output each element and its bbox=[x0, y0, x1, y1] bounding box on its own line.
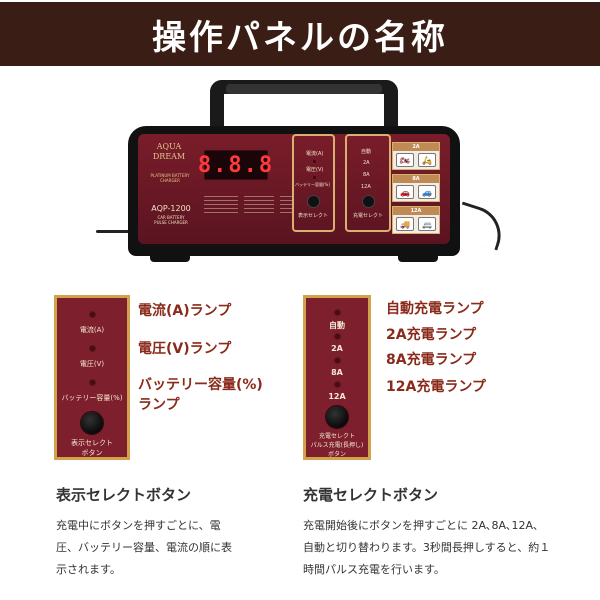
device-auto-label: 自動 bbox=[361, 149, 372, 155]
current-label: 電流(A) bbox=[79, 326, 105, 334]
device-voltage-led bbox=[313, 176, 316, 179]
battery-label: バッテリー容量(%) bbox=[61, 394, 123, 402]
2a-label: 2A bbox=[331, 344, 343, 353]
page-title: 操作パネルの名称 bbox=[152, 17, 448, 58]
display-digits: 8.8.8 bbox=[197, 152, 275, 178]
model-sub-line2: PULSE CHARGER bbox=[154, 220, 188, 225]
charge-desc-line1: 充電開始後にボタンを押すごとに 2A､8A､12A､ bbox=[303, 519, 539, 532]
mode-label: 12A bbox=[393, 207, 439, 215]
12a-led bbox=[334, 382, 340, 387]
charge-button-label-line2: パルス充電(長押し) bbox=[310, 442, 364, 449]
brand-logo: AQUA DREAM bbox=[146, 142, 192, 162]
charge-desc-line3: 時間パルス充電を行います。 bbox=[303, 563, 445, 576]
model-subtitle: CAR BATTERY PULSE CHARGER bbox=[145, 215, 197, 225]
8a-lamp-label: 8A充電ランプ bbox=[386, 352, 477, 368]
charge-select-button[interactable] bbox=[326, 406, 348, 428]
handle-grip bbox=[226, 84, 382, 94]
motorcycle-icon: 🏍 bbox=[396, 153, 414, 167]
device-battery-label: バッテリー容量(%) bbox=[295, 182, 330, 187]
display-select-button[interactable] bbox=[81, 412, 103, 434]
display-select-title: 表示セレクトボタン bbox=[56, 486, 192, 504]
display-select-description: 充電中にボタンを押すごとに、電 圧、バッテリー容量、電流の順に表 示されます。 bbox=[56, 515, 281, 581]
device-display-select-button[interactable] bbox=[308, 196, 319, 207]
device-voltage-label: 電圧(V) bbox=[306, 167, 324, 173]
auto-lamp-label: 自動充電ランプ bbox=[386, 301, 484, 317]
8a-led bbox=[334, 358, 340, 363]
device-12a-label: 12A bbox=[361, 184, 371, 190]
led-display: 8.8.8 bbox=[198, 150, 272, 180]
8a-label: 8A bbox=[331, 368, 343, 377]
device-2a-label: 2A bbox=[363, 160, 370, 166]
charge-button-label-line3: ボタン bbox=[327, 451, 346, 458]
device-display-button-label: 表示セレクト bbox=[298, 213, 329, 219]
power-cable-left bbox=[96, 230, 136, 233]
charger-illustration: AQUA DREAM PLATINUM BATTERY CHARGER AQP-… bbox=[0, 70, 600, 280]
voltage-led bbox=[89, 346, 95, 351]
foot-left bbox=[150, 252, 190, 262]
current-lamp-label: 電流(A)ランプ bbox=[138, 303, 232, 319]
auto-label: 自動 bbox=[329, 321, 345, 330]
display-button-label-line2: ボタン bbox=[81, 449, 103, 457]
mode-chart-12a: 12A 🚚 🚐 bbox=[392, 206, 440, 234]
power-cable-right bbox=[451, 201, 509, 251]
12a-lamp-label: 12A充電ランプ bbox=[386, 379, 486, 395]
device-current-label: 電流(A) bbox=[306, 151, 324, 157]
car-icon: 🚐 bbox=[418, 217, 436, 231]
12a-label: 12A bbox=[328, 392, 346, 401]
auto-led bbox=[334, 310, 340, 315]
scooter-icon: 🛵 bbox=[418, 153, 436, 167]
caution-print bbox=[280, 196, 294, 216]
brand-subtitle: PLATINUM BATTERY CHARGER bbox=[150, 173, 190, 183]
charge-select-title: 充電セレクトボタン bbox=[303, 486, 439, 504]
caution-print bbox=[244, 196, 274, 216]
battery-led bbox=[89, 380, 95, 385]
charge-select-description: 充電開始後にボタンを押すごとに 2A､8A､12A､ 自動と切り替わります。3秒… bbox=[303, 515, 595, 581]
foot-right bbox=[398, 252, 438, 262]
display-desc-line2: 圧、バッテリー容量、電流の順に表 bbox=[56, 541, 232, 554]
car-icon: 🚗 bbox=[396, 185, 414, 199]
battery-lamp-label-line2: ランプ bbox=[138, 397, 180, 413]
mode-chart-8a: 8A 🚗 🚙 bbox=[392, 174, 440, 202]
device-display-panel: 電流(A) 電圧(V) バッテリー容量(%) 表示セレクト bbox=[292, 134, 335, 232]
brand-line2: DREAM bbox=[152, 152, 186, 161]
charge-desc-line2: 自動と切り替わります。3秒間長押しすると、約１ bbox=[303, 541, 551, 554]
brand-line1: AQUA bbox=[156, 142, 182, 151]
display-desc-line1: 充電中にボタンを押すごとに、電 bbox=[56, 519, 221, 532]
model-number: AQP-1200 bbox=[151, 204, 191, 213]
title-banner: 操作パネルの名称 bbox=[0, 2, 600, 66]
car-icon: 🚙 bbox=[418, 185, 436, 199]
model-sub-line1: CAR BATTERY bbox=[157, 215, 185, 220]
caution-print bbox=[204, 196, 238, 216]
device-charge-select-button[interactable] bbox=[363, 196, 374, 207]
mode-label: 8A bbox=[393, 175, 439, 183]
battery-lamp-label-line1: バッテリー容量(%) bbox=[138, 377, 263, 393]
device-charge-button-label: 充電セレクト bbox=[353, 213, 384, 219]
mode-chart-2a: 2A 🏍 🛵 bbox=[392, 142, 440, 170]
current-led bbox=[89, 312, 95, 317]
2a-lamp-label: 2A充電ランプ bbox=[386, 327, 477, 343]
device-current-led bbox=[313, 160, 316, 163]
voltage-lamp-label: 電圧(V)ランプ bbox=[138, 341, 232, 357]
device-8a-label: 8A bbox=[363, 172, 370, 178]
voltage-label: 電圧(V) bbox=[79, 360, 105, 368]
truck-icon: 🚚 bbox=[396, 217, 414, 231]
charge-button-label-line1: 充電セレクト bbox=[318, 433, 355, 440]
device-charge-panel: 自動 2A 8A 12A 充電セレクト bbox=[345, 134, 391, 232]
display-desc-line3: 示されます。 bbox=[56, 563, 121, 576]
mode-label: 2A bbox=[393, 143, 439, 151]
display-button-label-line1: 表示セレクト bbox=[71, 439, 113, 447]
charge-panel-closeup: 自動 2A 8A 12A 充電セレクト パルス充電(長押し) ボタン bbox=[303, 295, 371, 460]
2a-led bbox=[334, 334, 340, 339]
display-panel-closeup: 電流(A) 電圧(V) バッテリー容量(%) 表示セレクト ボタン bbox=[54, 295, 130, 460]
